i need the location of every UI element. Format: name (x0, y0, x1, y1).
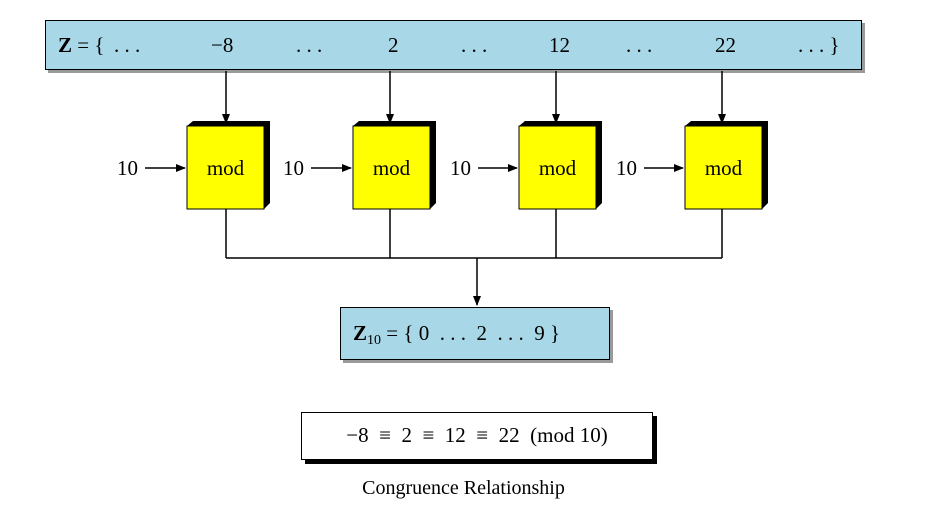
mod-box-3: mod (518, 121, 602, 210)
congruence-result-box: −8 ≡ 2 ≡ 12 ≡ 22 (mod 10) (301, 412, 653, 460)
value-2: 2 (388, 33, 399, 57)
residue-set-label: Z10 = { 0 . . . 2 . . . 9 } (353, 321, 561, 348)
output-collector (225, 209, 723, 259)
ellipsis-2: . . . (296, 33, 323, 57)
mod-box-1: mod (186, 121, 270, 210)
modulus-input-4: 10 (616, 156, 637, 180)
mod-box-2-label: mod (373, 156, 411, 180)
modulus-input-3: 10 (450, 156, 471, 180)
value-22: 22 (715, 33, 736, 57)
mod-box-2: mod (352, 121, 436, 210)
residue-set-bar: Z10 = { 0 . . . 2 . . . 9 } (340, 307, 610, 360)
modulus-input-1: 10 (117, 156, 138, 180)
ellipsis-3: . . . (461, 33, 488, 57)
ellipsis-1: . . . (114, 33, 141, 57)
mod-box-3-label: mod (539, 156, 577, 180)
mod-box-1-label: mod (207, 156, 245, 180)
figure-caption: Congruence Relationship (362, 477, 565, 499)
value-12: 12 (549, 33, 570, 57)
modulus-input-2: 10 (283, 156, 304, 180)
ellipsis-close: . . . } (798, 33, 840, 57)
ellipsis-4: . . . (626, 33, 653, 57)
value-neg8: −8 (211, 33, 234, 57)
mod-box-4-label: mod (705, 156, 743, 180)
integer-set-label: Z = { (58, 33, 105, 57)
congruence-expression: −8 ≡ 2 ≡ 12 ≡ 22 (mod 10) (346, 423, 608, 447)
mod-box-4: mod (684, 121, 768, 210)
integer-set-bar: Z = { . . . −8 . . . 2 . . . 12 . . . 22… (45, 20, 862, 70)
